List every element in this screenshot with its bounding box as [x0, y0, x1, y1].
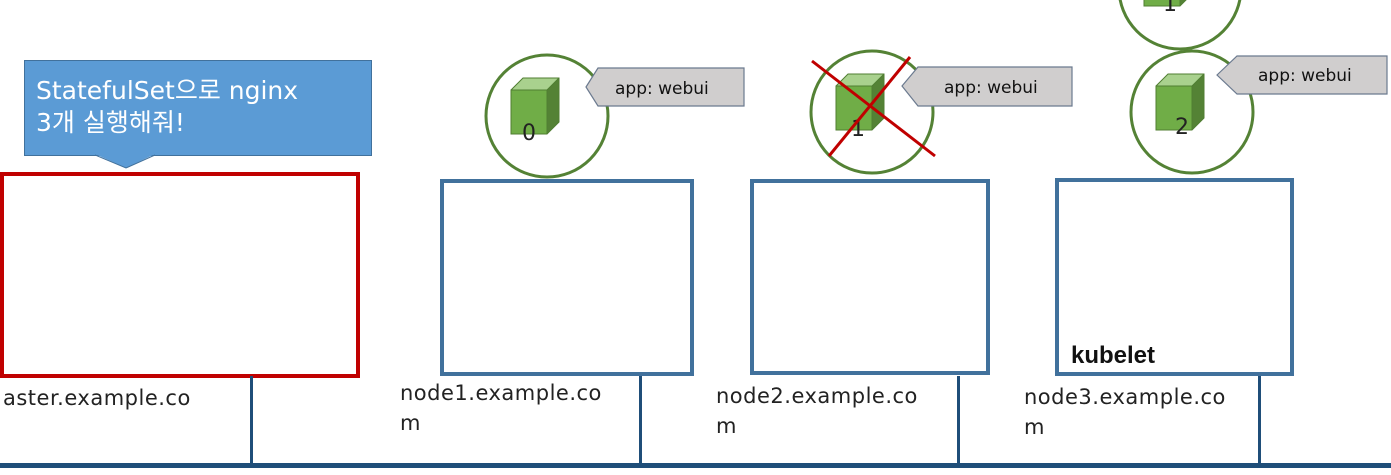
pod-2: 2: [1129, 49, 1255, 175]
pod-1-ring: [809, 49, 935, 175]
pod-0: 0: [484, 53, 610, 179]
pod-2-ring: [1129, 49, 1255, 175]
pod-1-replacement: 1: [1118, 0, 1242, 51]
node3-box: kubelet: [1055, 178, 1294, 376]
pod-1-replacement-index: 1: [1163, 0, 1177, 17]
pod-0-ring: [484, 53, 610, 179]
pod-0-label: app: webui: [615, 79, 709, 99]
pod-0-tag: app: webui: [585, 67, 745, 107]
master-node-box: [0, 172, 360, 378]
callout-bubble: StatefulSet으로 nginx 3개 실행해줘!: [24, 60, 372, 156]
pod-1-delete-mark: [811, 56, 936, 158]
pod-2-index: 2: [1175, 115, 1189, 140]
pod-1-tag: app: webui: [901, 66, 1073, 107]
master-network-link: [250, 376, 253, 465]
node1-box: [440, 179, 694, 376]
network-bus: [0, 463, 1391, 468]
node2-network-link: [957, 376, 960, 465]
node3-hostname: node3.example.co m: [1024, 385, 1226, 439]
node1-hostname: node1.example.co m: [400, 381, 602, 435]
master-hostname: aster.example.co: [3, 386, 191, 410]
pod-1-label: app: webui: [944, 78, 1038, 98]
node1-network-link: [639, 376, 642, 465]
kubelet-label: kubelet: [1071, 342, 1156, 369]
callout-pointer: [95, 154, 156, 169]
pod-0-index: 0: [522, 121, 536, 146]
node2-hostname: node2.example.co m: [716, 384, 918, 438]
callout-line-1: StatefulSet으로 nginx: [36, 76, 299, 105]
pod-1-replacement-ring: [1118, 0, 1242, 51]
pod-2-label: app: webui: [1258, 66, 1352, 86]
node2-box: [750, 179, 990, 375]
pod-2-tag: app: webui: [1216, 55, 1388, 95]
callout-line-2: 3개 실행해줘!: [36, 108, 185, 137]
node3-network-link: [1258, 376, 1261, 465]
